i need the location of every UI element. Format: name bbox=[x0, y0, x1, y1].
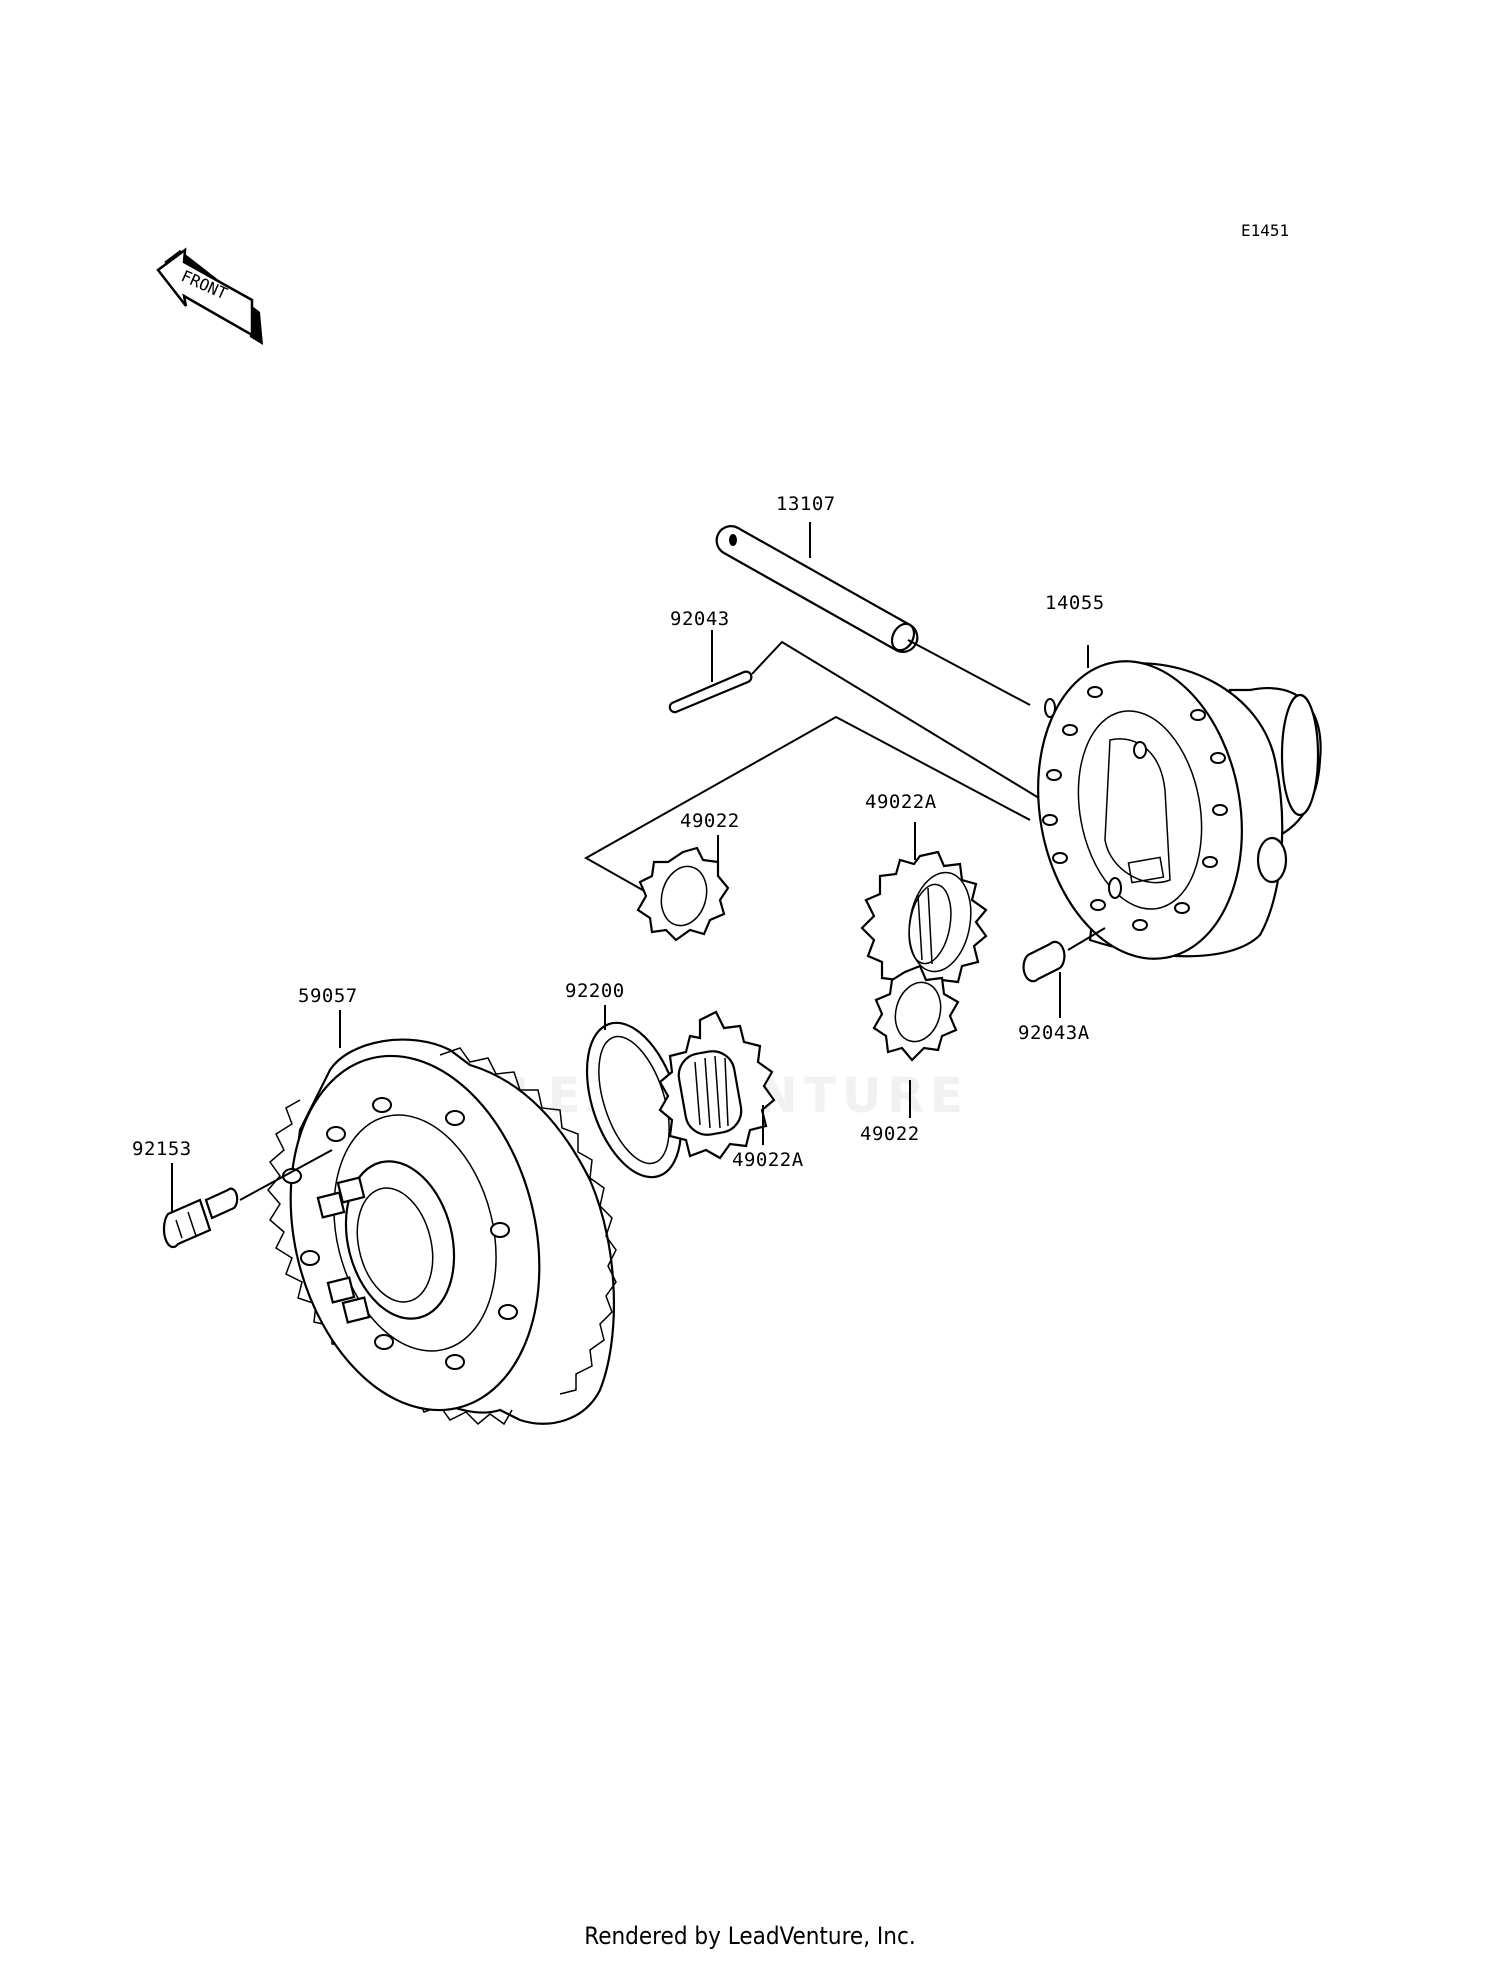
footer-credit: Rendered by LeadVenture, Inc. bbox=[584, 1922, 916, 1950]
pin-92043A bbox=[1022, 940, 1066, 983]
callout-13107: 13107 bbox=[776, 493, 836, 515]
pin-92043 bbox=[668, 670, 753, 714]
callout-14055: 14055 bbox=[1045, 592, 1105, 614]
front-arrow-icon: FRONT bbox=[156, 247, 263, 345]
callout-59057: 59057 bbox=[298, 985, 358, 1007]
callout-92200: 92200 bbox=[565, 980, 625, 1002]
callout-92043A: 92043A bbox=[1018, 1022, 1090, 1044]
diagram-code: E1451 bbox=[1241, 221, 1289, 240]
callout-92153: 92153 bbox=[132, 1138, 192, 1160]
differential-case-14055 bbox=[1037, 660, 1322, 960]
side-gear-49022A-lower bbox=[658, 1010, 776, 1160]
callout-49022A-lower: 49022A bbox=[732, 1149, 804, 1171]
callout-49022A-upper: 49022A bbox=[865, 791, 937, 813]
bolt-92153 bbox=[162, 1187, 239, 1249]
pinion-gear-49022-upper bbox=[636, 846, 730, 942]
callout-49022-upper: 49022 bbox=[680, 810, 740, 832]
callout-92043: 92043 bbox=[670, 608, 730, 630]
callout-49022-lower: 49022 bbox=[860, 1123, 920, 1145]
ring-gear-59057 bbox=[267, 1038, 617, 1426]
pinion-gear-49022-lower bbox=[872, 964, 960, 1062]
shaft-13107 bbox=[715, 525, 919, 653]
